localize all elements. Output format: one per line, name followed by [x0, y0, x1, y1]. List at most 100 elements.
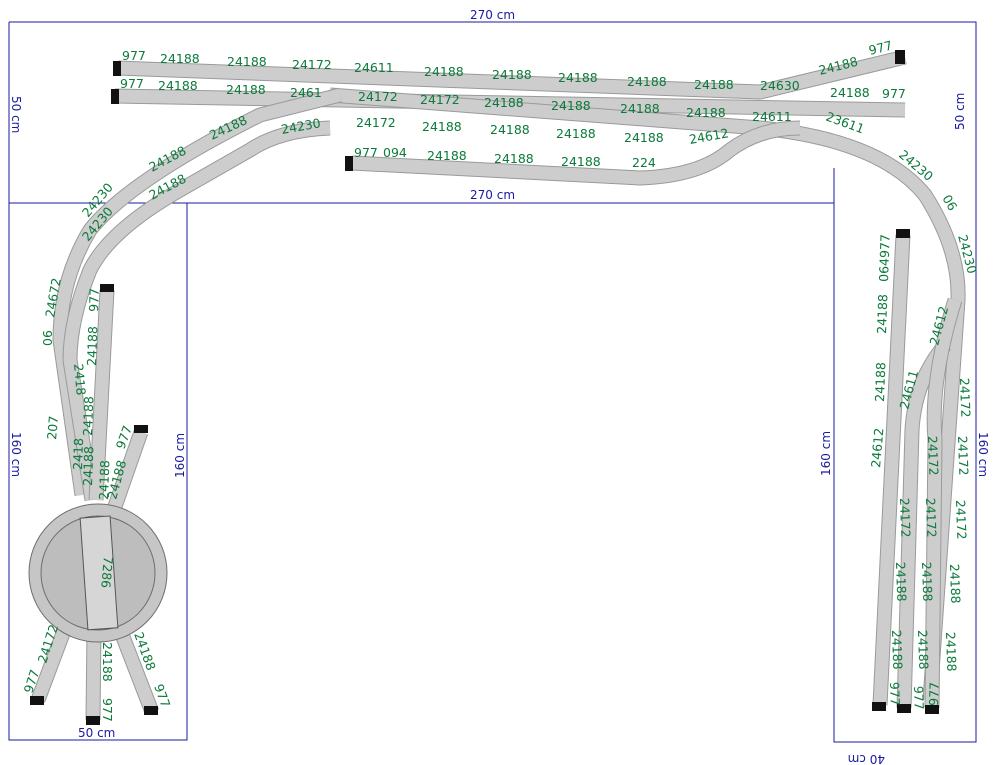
label-t3: 24188: [422, 119, 462, 134]
label-left: 24188: [80, 396, 96, 436]
label-t2: 977: [882, 86, 906, 101]
label-t1: 24188: [492, 67, 532, 82]
track-labels: 977 24188 24188 24172 24611 24188 24188 …: [21, 38, 980, 722]
label-t2: 24188: [484, 95, 524, 110]
buffer-stop-left-spur-1: [100, 284, 114, 292]
buffer-stops: [30, 50, 939, 725]
right-inner-height-label: 160 cm: [819, 431, 833, 476]
label-right: 24612: [868, 427, 886, 468]
label-left: 977: [86, 288, 102, 312]
track-top-4-inner: [351, 121, 801, 185]
label-right: 24172: [923, 498, 939, 538]
baseboard-edge: [9, 21, 977, 743]
label-turntable: 24188: [100, 642, 115, 682]
label-right: 24188: [919, 562, 935, 602]
label-right: 24188: [872, 362, 888, 402]
label-t1: 24188: [694, 77, 734, 92]
left-height-label: 160 cm: [9, 432, 23, 477]
label-t1: 24188: [424, 64, 464, 79]
label-right: 24188: [889, 630, 905, 670]
label-t4: 224: [632, 155, 656, 170]
label-t3: 24188: [624, 130, 664, 145]
buffer-stop-right-2: [872, 702, 886, 711]
label-right: 24188: [893, 562, 909, 602]
label-t3: 24612: [688, 125, 730, 147]
label-right: 24188: [915, 630, 931, 670]
label-right: 24172: [953, 500, 969, 540]
label-t4: 977: [354, 145, 378, 160]
label-t3: 24172: [356, 115, 396, 130]
label-turntable: 977: [21, 668, 43, 695]
track-left-inner-inner: [63, 121, 331, 502]
label-t3: 24188: [556, 126, 596, 141]
buffer-stop-radial-3: [144, 706, 158, 715]
left-inner-height-label: 160 cm: [173, 433, 187, 478]
label-left: 06: [40, 330, 55, 346]
label-right: 24188: [947, 564, 963, 604]
buffer-stop-top-3: [345, 156, 353, 171]
track-right-yard-3-inner: [925, 298, 962, 709]
label-t2: 24172: [358, 89, 398, 104]
label-left: 24188: [96, 460, 112, 500]
label-t4: 094: [383, 145, 407, 160]
track-right-yard-1-inner: [873, 234, 910, 706]
buffer-stop-right-4: [925, 705, 939, 714]
buffer-stop-radial-2: [86, 716, 100, 725]
label-right: 977: [926, 682, 942, 706]
label-t2: 2461: [290, 85, 322, 100]
label-t2: 24188: [551, 98, 591, 113]
label-left: 24188: [84, 326, 100, 366]
label-turntable: 977: [100, 698, 115, 722]
track-top-3: [329, 87, 966, 701]
label-right: 24172: [925, 436, 941, 476]
track-left-spur-1-inner: [89, 289, 114, 501]
label-t4: 24188: [561, 154, 601, 169]
label-t1: 24188: [558, 70, 598, 85]
buffer-stop-right-3: [897, 704, 911, 713]
label-left: 2418: [71, 363, 89, 396]
label-left: 207: [44, 415, 61, 440]
label-right: 977: [911, 686, 927, 710]
label-left: 24672: [42, 277, 64, 319]
label-t2: 24188: [226, 82, 266, 97]
top-width-label: 270 cm: [470, 8, 515, 22]
label-turntable: 7286: [98, 556, 116, 589]
buffer-stop-top-2: [111, 89, 119, 104]
buffer-stop-left-spur-2: [134, 425, 148, 433]
label-right: 24188: [874, 294, 890, 334]
label-right: 24172: [957, 378, 973, 418]
track-radial-3-inner: [111, 621, 159, 715]
inner-width-label: 270 cm: [470, 188, 515, 202]
label-t1: 977: [122, 48, 146, 63]
track-left-spur-2-inner: [105, 429, 148, 518]
buffer-stop-right-1: [896, 229, 910, 238]
right-height-label: 160 cm: [976, 432, 990, 477]
label-t4: 24188: [494, 151, 534, 166]
right-top-height-label: 50 cm: [953, 93, 967, 130]
label-left: 24188: [80, 446, 96, 486]
label-t2: 977: [120, 76, 144, 91]
label-t2: 24188: [620, 101, 660, 116]
label-t2: 24172: [420, 92, 460, 107]
track-radial-1-inner: [31, 617, 75, 703]
label-t3: 24188: [490, 122, 530, 137]
label-t1: 24188: [627, 74, 667, 89]
buffer-stop-top-right: [895, 50, 905, 64]
track-layer: [30, 49, 966, 721]
label-t2: 24188: [158, 78, 198, 93]
label-right: 977: [887, 682, 903, 706]
label-t1: 977: [867, 38, 894, 58]
label-right: 24172: [897, 498, 913, 538]
buffer-stop-top-1: [113, 61, 121, 76]
label-t2: 24188: [686, 105, 726, 120]
label-right: 24172: [955, 436, 971, 476]
bottom-right-width-label: 40 cm: [848, 752, 885, 765]
turntable-bridge: [79, 515, 119, 631]
label-t3: 24230: [280, 115, 322, 137]
left-top-height-label: 50 cm: [9, 96, 23, 133]
label-right: 064977: [876, 234, 893, 282]
label-right: 06: [939, 192, 960, 213]
bottom-left-width-label: 50 cm: [78, 726, 115, 740]
track-radial-2-inner: [86, 627, 101, 721]
